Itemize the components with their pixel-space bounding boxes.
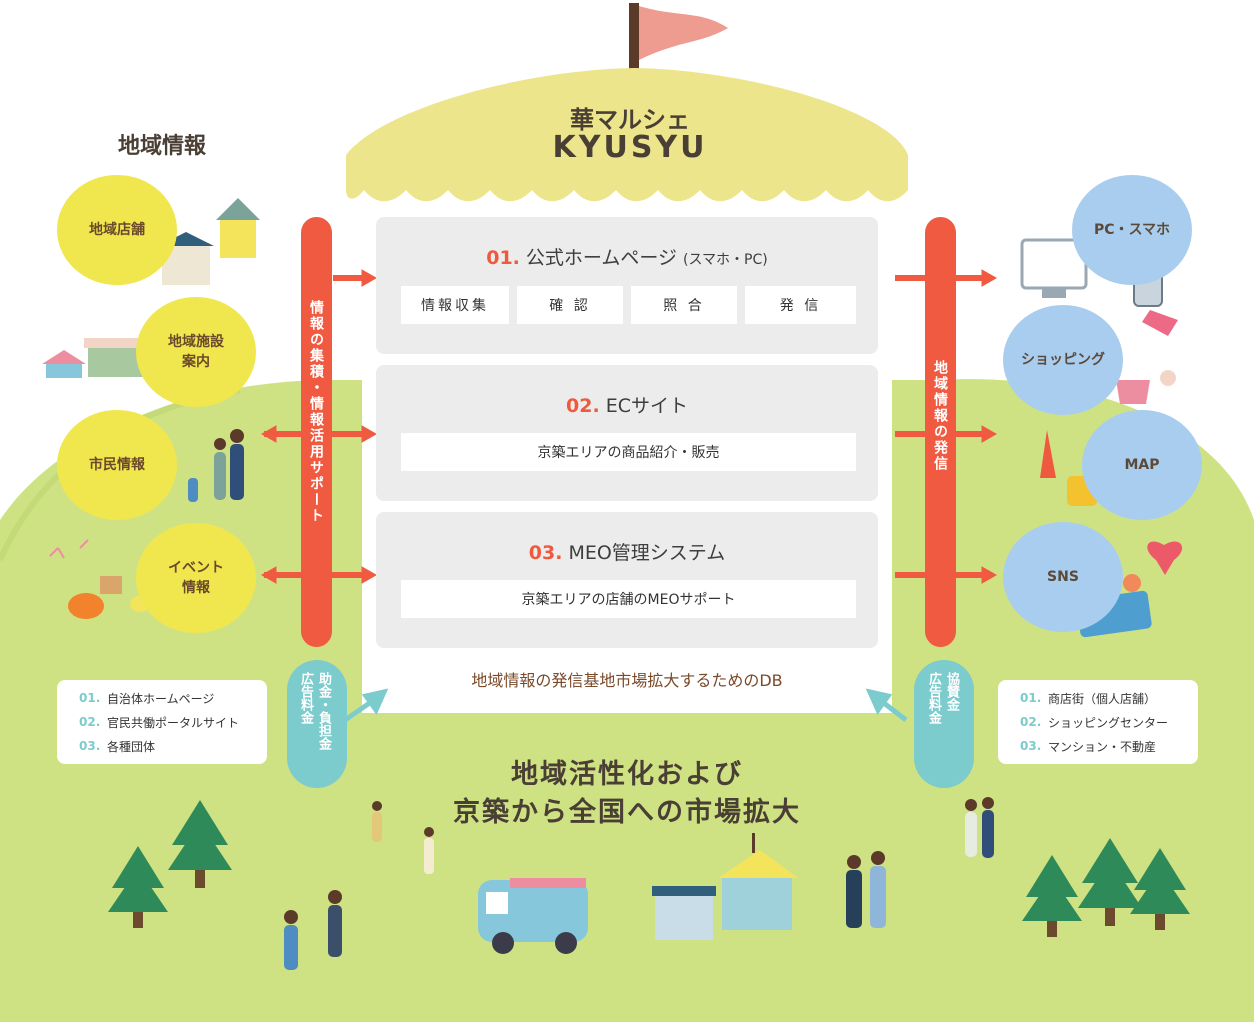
panel-ec-site: 02.ECサイト 京築エリアの商品紹介・販売 [376, 365, 878, 501]
step-match: 照 合 [631, 286, 737, 324]
list-item: 03. 各種団体 [57, 734, 267, 758]
right-target-list: 01. 商店街（個人店舗） 02. ショッピングセンター 03. マンション・不動産 [998, 680, 1198, 764]
panel-official-website-title: 01.公式ホームページ (スマホ・PC) [376, 243, 878, 270]
left-funding-pill [287, 660, 347, 788]
people [188, 429, 994, 970]
slogan-line-2: 京築から全国への市場拡大 [453, 797, 801, 828]
right-funding-pill [914, 660, 974, 788]
left-heading: 地域情報 [118, 134, 207, 159]
left-support-bar-label: 情報の集積・情報活用サポート [308, 300, 324, 524]
app-title-en: KYUSYU [552, 130, 708, 165]
step-publish: 発 信 [745, 286, 856, 324]
list-item-number: 01. [79, 691, 101, 705]
list-item: 02. ショッピングセンター [998, 710, 1198, 734]
panel-meo-system: 03.MEO管理システム 京築エリアの店舗のMEOサポート [376, 512, 878, 648]
circle-shopping: ショッピング [1003, 305, 1123, 415]
list-item: 03. マンション・不動産 [998, 734, 1198, 758]
panel-title-text: ECサイト [605, 395, 688, 417]
left-source-list: 01. 自治体ホームページ 02. 官民共働ポータルサイト 03. 各種団体 [57, 680, 267, 764]
list-item-label: 各種団体 [107, 739, 156, 754]
food-truck [478, 878, 588, 954]
list-item: 01. 自治体ホームページ [57, 686, 267, 710]
panel-meo-system-bar: 京築エリアの店舗のMEOサポート [401, 580, 856, 618]
buildings [42, 198, 260, 378]
list-item-number: 02. [79, 715, 101, 729]
panel-number: 02. [566, 395, 600, 417]
circle-sns: SNS [1003, 522, 1123, 632]
flag [639, 6, 728, 60]
flag-pole [629, 3, 639, 70]
circle-pc-smartphone: PC・スマホ [1072, 175, 1192, 285]
tent-canopy [346, 68, 908, 202]
panel-ec-site-bar: 京築エリアの商品紹介・販売 [401, 433, 856, 471]
list-item-number: 02. [1020, 715, 1042, 729]
step-confirm: 確 認 [517, 286, 623, 324]
app-title-jp: 華マルシェ [570, 106, 690, 134]
panel-number: 01. [486, 247, 520, 269]
right-funding-pill-label: 協賛金 広告料金 [926, 672, 959, 724]
list-item-number: 01. [1020, 691, 1042, 705]
trees [108, 800, 1190, 937]
panel-ec-site-title: 02.ECサイト [376, 391, 878, 418]
panel-title-text: 公式ホームページ [525, 247, 677, 269]
list-item-number: 03. [79, 739, 101, 753]
panel-title-text: MEO管理システム [568, 542, 726, 564]
circle-map: MAP [1082, 410, 1202, 520]
circle-citizen-info: 市民情報 [57, 410, 177, 520]
panel-official-website: 01.公式ホームページ (スマホ・PC) 情報収集 確 認 照 合 発 信 [376, 217, 878, 354]
left-support-bar [301, 217, 332, 647]
left-funding-pill-label: 助金・負担金 広告料金 [298, 672, 331, 750]
circle-local-facilities: 地域施設 案内 [136, 297, 256, 407]
slogan-line-1: 地域活性化および [511, 759, 743, 790]
right-broadcast-bar [925, 217, 956, 647]
list-item: 02. 官民共働ポータルサイト [57, 710, 267, 734]
panel-meo-system-title: 03.MEO管理システム [376, 538, 878, 565]
right-broadcast-bar-label: 地域情報の発信 [932, 360, 948, 472]
market-stall [652, 833, 798, 940]
step-collect: 情報収集 [401, 286, 509, 324]
panel-subtitle: (スマホ・PC) [683, 252, 768, 268]
list-item: 01. 商店街（個人店舗） [998, 686, 1198, 710]
list-item-label: 自治体ホームページ [107, 691, 215, 706]
list-item-label: 商店街（個人店舗） [1048, 691, 1157, 706]
list-item-label: マンション・不動産 [1048, 739, 1157, 754]
list-item-label: ショッピングセンター [1048, 715, 1169, 730]
db-caption: 地域情報の発信基地市場拡大するためのDB [471, 671, 783, 690]
panel-number: 03. [528, 542, 563, 564]
circle-event-info: イベント 情報 [136, 523, 256, 633]
list-item-label: 官民共働ポータルサイト [107, 715, 240, 730]
list-item-number: 03. [1020, 739, 1042, 753]
circle-local-shops: 地域店舗 [57, 175, 177, 285]
